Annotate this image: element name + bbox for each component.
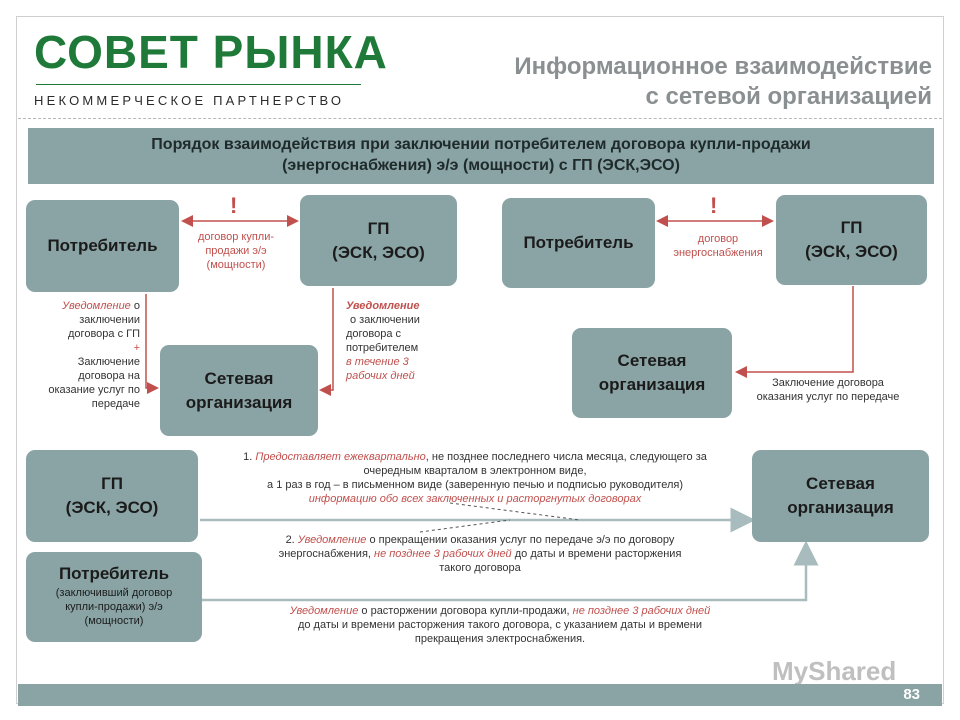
right-exclamation: !: [710, 193, 718, 218]
page-title: Информационное взаимодействие с сетевой …: [514, 52, 932, 112]
item1-red-d: информацию обо всех заключенных и растор…: [308, 493, 642, 505]
left-network-box: Сетевая организация: [160, 345, 318, 436]
item3-c: до даты и времени расторжения такого дог…: [297, 619, 703, 631]
right-gp-line-2: (ЭСК, ЭСО): [805, 242, 898, 261]
item3-a: о расторжении договора купли-продажи,: [358, 605, 573, 617]
left-consumer-label: Потребитель: [47, 236, 158, 255]
bottom-network-line-2: организация: [787, 498, 894, 517]
watermark-logo: MyShared: [772, 656, 897, 686]
left-gp-line-2: (ЭСК, ЭСО): [332, 242, 425, 262]
page-title-line-2: с сетевой организацией: [645, 83, 933, 110]
item2-c: такого договора: [439, 562, 521, 574]
left-note-l6: договора на: [78, 370, 140, 382]
item2-num: 2.: [285, 534, 298, 546]
item1-a: , не позднее последнего числа месяца, сл…: [425, 451, 707, 463]
left-note-l7: оказание услуг по: [48, 384, 140, 396]
bottom-item-3: Уведомление о расторжении договора купли…: [220, 604, 780, 646]
item3-red-a: Уведомление: [289, 605, 359, 617]
left-exclamation: !: [230, 193, 238, 218]
left-note-l1: о: [130, 300, 140, 312]
bottom-gp-line-2: (ЭСК, ЭСО): [65, 498, 159, 517]
logo-divider: [36, 84, 361, 85]
right-note-l2: о заключении: [350, 314, 420, 326]
logo-subtitle: НЕКОММЕРЧЕСКОЕ ПАРТНЕРСТВО: [34, 93, 345, 108]
bottom-item-2: 2. Уведомление о прекращении оказания ус…: [220, 533, 740, 575]
right-note-l4: потребителем: [346, 342, 419, 354]
page-number: 83: [903, 686, 920, 703]
bottom-gp-box: ГП (ЭСК, ЭСО): [26, 450, 198, 542]
right-contract-note: договор энергоснабжения: [662, 232, 774, 260]
right-note-red1: Уведомление: [346, 300, 420, 312]
item2-b2: до даты и времени расторжения: [511, 548, 682, 560]
header-divider: [18, 118, 942, 119]
bottom-consumer-label: Потребитель: [58, 564, 170, 583]
left-consumer-notify-note: Уведомление о заключении договора с ГП +…: [22, 299, 140, 411]
left-gp-notify-note: Уведомление о заключении договора с потр…: [346, 299, 456, 383]
bottom-item-1: 1. Предоставляет ежеквартально, не поздн…: [200, 450, 750, 506]
left-note-l2: заключении: [79, 314, 140, 326]
bottom-consumer-sub-2: купли-продажи) э/э: [65, 601, 163, 613]
right-network-note-line-2: оказания услуг по передаче: [756, 391, 900, 403]
right-contract-note-line-2: энергоснабжения: [673, 247, 763, 259]
bottom-network-box: Сетевая организация: [752, 450, 929, 542]
item3-d: прекращения электроснабжения.: [414, 633, 586, 645]
item2-a: о прекращении оказания услуг по передаче…: [366, 534, 675, 546]
right-network-line-1: Сетевая: [617, 351, 687, 370]
left-contract-note-line-1: договор купли-: [197, 231, 275, 243]
section-banner: Порядок взаимодействия при заключении по…: [28, 128, 934, 184]
item2-red-a: Уведомление: [297, 534, 367, 546]
item1-red-a: Предоставляет ежеквартально: [255, 451, 426, 463]
left-gp-box: ГП (ЭСК, ЭСО): [300, 195, 457, 286]
left-note-l4: +: [133, 342, 140, 354]
right-network-note: Заключение договора оказания услуг по пе…: [738, 376, 918, 404]
left-note-red: Уведомление: [62, 300, 131, 312]
right-note-red6: рабочих дней: [346, 370, 415, 382]
right-note-red5: в течение 3: [346, 356, 409, 368]
right-network-line-2: организация: [598, 375, 706, 394]
right-gp-line-1: ГП: [840, 218, 863, 237]
left-gp-line-1: ГП: [367, 218, 390, 238]
bottom-network-line-1: Сетевая: [806, 474, 875, 493]
item2-b: энергоснабжения,: [278, 548, 375, 560]
right-gp-box: ГП (ЭСК, ЭСО): [776, 195, 927, 285]
item1-num: 1.: [243, 451, 256, 463]
left-network-line-2: организация: [185, 392, 293, 412]
bottom-consumer-sub-3: (мощности): [84, 615, 144, 627]
left-network-line-1: Сетевая: [204, 368, 274, 388]
left-contract-note: договор купли- продажи э/э (мощности): [186, 230, 286, 272]
bottom-gp-line-1: ГП: [101, 474, 123, 493]
banner-line-1: Порядок взаимодействия при заключении по…: [151, 136, 811, 153]
right-network-box: Сетевая организация: [572, 328, 732, 418]
left-note-l5: Заключение: [77, 356, 140, 368]
bottom-consumer-box: Потребитель (заключивший договор купли-п…: [26, 552, 202, 642]
left-note-l8: передаче: [91, 398, 140, 410]
left-note-l3: договора с ГП: [68, 328, 140, 340]
right-network-note-line-1: Заключение договора: [772, 377, 884, 389]
logo-title: СОВЕТ РЫНКА: [34, 26, 388, 78]
left-contract-note-line-3: (мощности): [206, 259, 266, 271]
bottom-consumer-sub-1: (заключивший договор: [55, 587, 173, 599]
item1-b: очередным кварталом в электронном виде,: [363, 465, 587, 477]
right-contract-note-line-1: договор: [697, 233, 739, 245]
right-consumer-box: Потребитель: [502, 198, 655, 288]
banner-line-2: (энергоснабжения) э/э (мощности) с ГП (Э…: [282, 157, 680, 174]
right-consumer-label: Потребитель: [523, 233, 634, 252]
left-consumer-box: Потребитель: [26, 200, 179, 292]
right-note-l3: договора с: [346, 328, 402, 340]
left-contract-note-line-2: продажи э/э: [205, 245, 267, 257]
footer-bar: [18, 684, 942, 706]
item2-red-b: не позднее 3 рабочих дней: [374, 548, 512, 560]
item1-c: а 1 раз в год – в письменном виде (завер…: [267, 479, 683, 491]
page-title-line-1: Информационное взаимодействие: [514, 53, 932, 80]
item3-red-b: не позднее 3 рабочих дней: [572, 605, 711, 617]
